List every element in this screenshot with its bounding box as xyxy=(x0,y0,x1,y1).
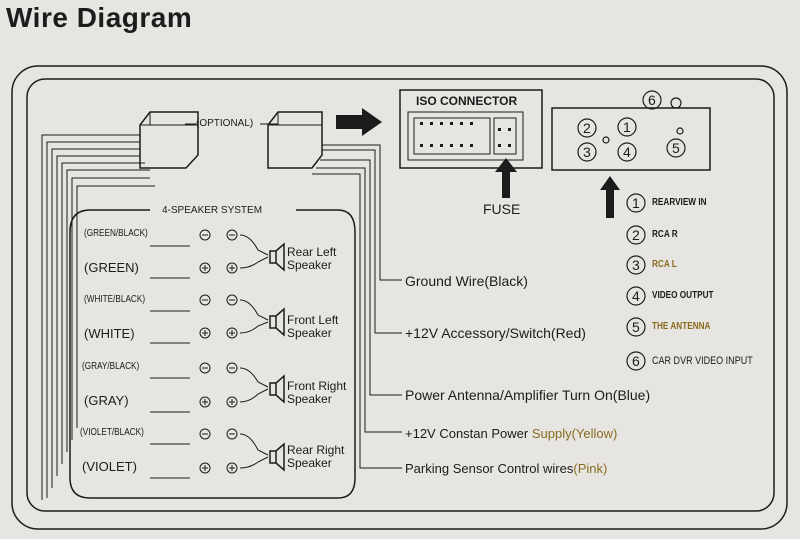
legend-label-2: RCA R xyxy=(652,229,678,240)
inner-frame xyxy=(26,78,775,512)
fuse-label: FUSE xyxy=(483,201,521,217)
rca-number-1: 1 xyxy=(623,119,631,135)
wire-label-violet: (VIOLET) xyxy=(82,459,137,474)
rca-number-2: 2 xyxy=(583,120,591,136)
arrow-right-icon xyxy=(336,108,382,136)
outer-frame xyxy=(11,65,788,530)
rca-number-6: 6 xyxy=(648,92,656,108)
power-wire-parking: Parking Sensor Control wires(Pink) xyxy=(405,461,608,476)
power-wire-ground: Ground Wire(Black) xyxy=(405,273,528,289)
wire-label-green: (GREEN) xyxy=(84,260,139,275)
legend-number-1: 1 xyxy=(632,195,640,211)
rca-panel xyxy=(551,107,711,171)
legend-label-5: THE ANTENNA xyxy=(652,321,711,332)
rca-arrow-icon xyxy=(600,176,620,218)
wire-label-gray-black: (GRAY/BLACK) xyxy=(82,361,140,372)
wire-label-gray: (GRAY) xyxy=(84,393,129,408)
page-title: Wire Diagram xyxy=(6,2,193,33)
power-wire-antenna: Power Antenna/Amplifier Turn On(Blue) xyxy=(405,387,651,403)
optional-connector-left xyxy=(139,111,199,169)
legend-label-6: CAR DVR VIDEO INPUT xyxy=(652,355,753,367)
power-wire-accessory: +12V Accessory/Switch(Red) xyxy=(405,325,586,341)
rca-number-4: 4 xyxy=(623,144,631,160)
iso-connector-label: ISO CONNECTOR xyxy=(416,94,518,108)
legend-number-5: 5 xyxy=(632,319,640,335)
wire-label-white: (WHITE) xyxy=(84,326,135,341)
speaker-system-label: 4-SPEAKER SYSTEM xyxy=(158,205,267,216)
legend-label-3: RCA L xyxy=(652,259,677,270)
legend-number-4: 4 xyxy=(632,288,640,304)
power-wire-constant: +12V Constan Power Supply(Yellow) xyxy=(405,426,618,441)
speaker-icons xyxy=(269,242,285,472)
legend-number-2: 2 xyxy=(632,227,640,243)
legend-number-6: 6 xyxy=(632,353,640,369)
optional-connector-right xyxy=(267,111,323,169)
wire-label-green-black: (GREEN/BLACK) xyxy=(84,228,148,239)
legend-label-1: REARVIEW IN xyxy=(652,197,707,208)
legend-number-3: 3 xyxy=(632,257,640,273)
wire-label-white-black: (WHITE/BLACK) xyxy=(84,294,146,305)
rca-number-3: 3 xyxy=(583,144,591,160)
wire-label-violet-black: (VIOLET/BLACK) xyxy=(80,427,144,438)
optional-label: (OPTIONAL) xyxy=(196,118,254,129)
legend-label-4: VIDEO OUTPUT xyxy=(652,290,714,301)
rca-number-5: 5 xyxy=(672,140,680,156)
iso-connector-box xyxy=(399,89,543,169)
fuse-arrow-icon xyxy=(495,158,517,198)
